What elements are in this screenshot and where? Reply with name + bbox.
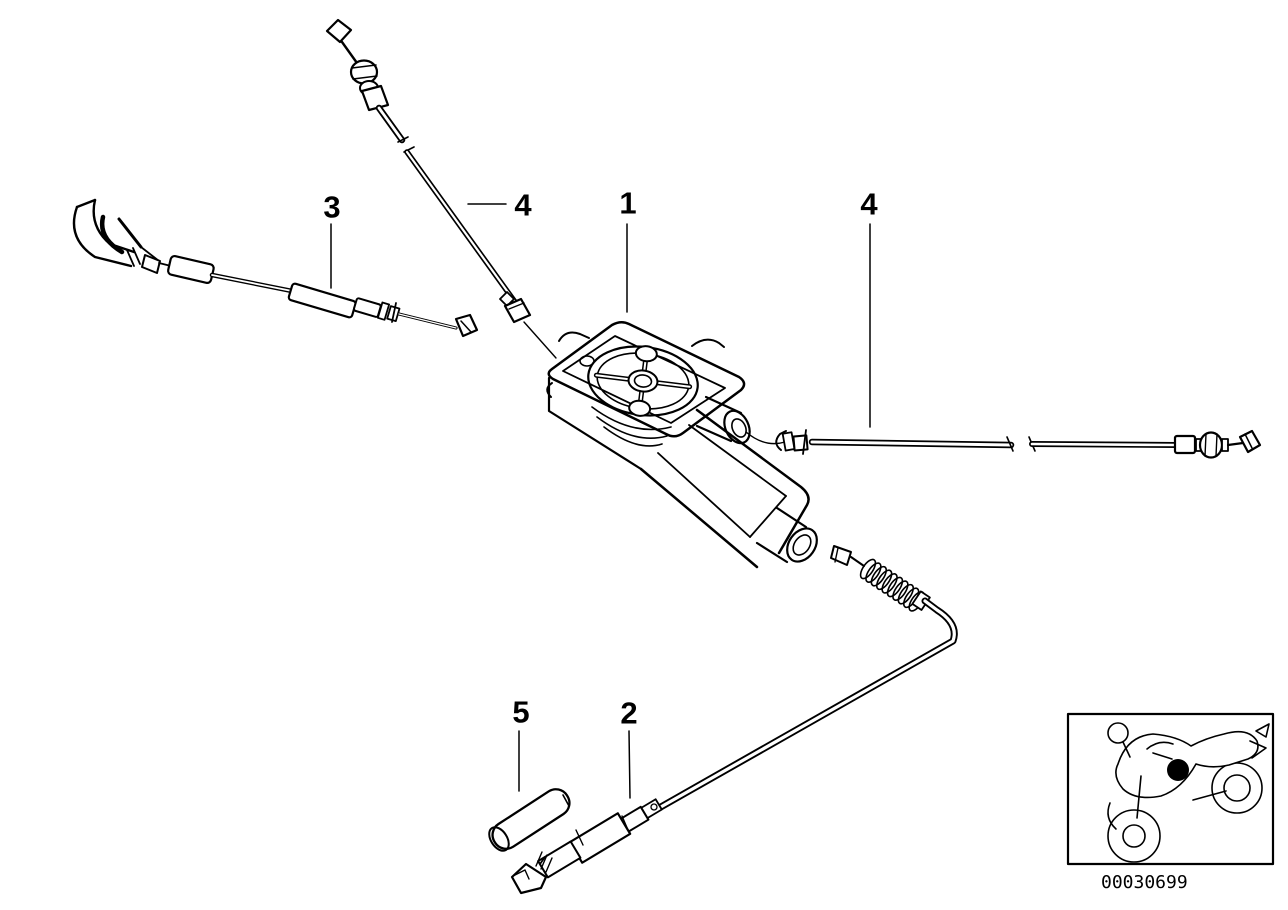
motorcycle-icon — [1107, 722, 1270, 863]
adjuster-barrel — [360, 84, 390, 112]
bolt-hole-top — [634, 345, 658, 363]
cable-2-with-spring — [510, 545, 958, 895]
cone-fitting — [141, 254, 161, 274]
windscreen — [1146, 741, 1174, 750]
callout-5: 5 — [512, 694, 530, 730]
leader-2 — [628, 730, 631, 799]
cable-pulley — [587, 345, 699, 417]
spring-seat-cone — [830, 545, 852, 566]
callout-leader-lines — [330, 203, 871, 799]
location-thumbnail — [1066, 712, 1275, 866]
cable-3-sleeve-2 — [287, 282, 357, 319]
sleeve-open-end — [488, 826, 510, 852]
cable-3-sleeve-1 — [167, 254, 215, 284]
cable-2-adjuster — [537, 840, 582, 879]
cable-4-right-nipple — [1238, 429, 1262, 454]
cable-4-right-adjuster — [1198, 431, 1224, 459]
callout-1: 1 — [619, 185, 637, 221]
cable-3 — [72, 198, 479, 338]
coil-spring — [859, 558, 925, 612]
callout-4-upper: 4 — [514, 187, 532, 223]
location-dot — [1167, 759, 1189, 781]
front-wheel — [1107, 809, 1161, 863]
callout-4-right: 4 — [860, 186, 878, 222]
housing-cable-port — [786, 527, 818, 563]
cable-4-upper — [325, 18, 557, 359]
ball-adjuster — [349, 59, 379, 85]
elbow-end-cap — [75, 198, 97, 209]
drawing-number: 00030699 — [1101, 872, 1188, 893]
pulley-hub — [627, 369, 659, 393]
cable-distributor-housing-1 — [546, 321, 818, 569]
cable-4-right — [775, 429, 1262, 459]
cable-4-upper-end-fitting — [503, 297, 532, 324]
bolt-hole-bottom — [628, 399, 652, 417]
housing-boss-right — [723, 409, 751, 445]
cable-3-nipple — [454, 313, 479, 338]
cable-4-right-barrel — [1173, 434, 1197, 455]
cable-4-upper-cap — [325, 18, 353, 44]
swingarm — [1192, 790, 1227, 801]
rubber-sleeve-5 — [488, 788, 571, 852]
mirror — [1107, 722, 1129, 744]
elbow-inner-bend — [99, 214, 125, 255]
front-fork — [1136, 775, 1142, 819]
callout-2: 2 — [620, 695, 638, 731]
front-fender — [1107, 802, 1117, 830]
cable-3-adjuster — [352, 297, 382, 318]
callout-3: 3 — [323, 189, 341, 225]
